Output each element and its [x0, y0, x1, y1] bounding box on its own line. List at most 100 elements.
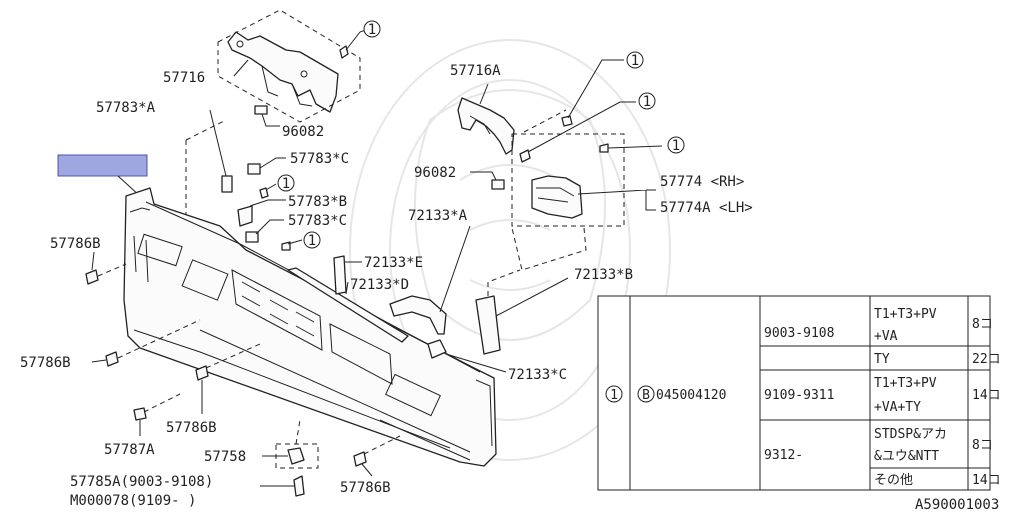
svg-text:1: 1: [308, 233, 316, 249]
table-row-3-qty: 14コ: [972, 388, 1001, 403]
callout-1b: 1: [626, 51, 644, 69]
table-row-3-spec2: +VA+TY: [874, 400, 921, 415]
parts-table: 1 B 045004120 9003-9108 T1+T3+PV +VA 8コ …: [597, 295, 1001, 491]
dash-57786B-2: [117, 319, 201, 359]
callout-1e: 1: [277, 174, 295, 192]
table-row-2-qty: 22コ: [972, 352, 1001, 367]
bolt-a: [561, 115, 573, 127]
label-72133D: 72133*D: [350, 277, 409, 293]
label-72133B: 72133*B: [574, 267, 633, 283]
leader-callout-1c: [527, 101, 636, 153]
table-row-5-qty: 14コ: [972, 473, 1001, 488]
svg-text:1: 1: [610, 388, 618, 403]
table-row-5-spec: その他: [874, 473, 913, 488]
bracket-box-57774: [511, 133, 625, 227]
svg-text:1: 1: [282, 176, 290, 192]
bolt-57786B-3: [195, 365, 209, 381]
svg-text:1: 1: [368, 22, 376, 38]
molding-72133A: [389, 295, 447, 335]
clip-57783C-1: [247, 163, 261, 175]
callout-1c: 1: [638, 92, 656, 110]
label-57786B-2: 57786B: [20, 355, 71, 371]
dash-57786B-4: [363, 435, 401, 455]
clip-57787A: [133, 407, 147, 421]
box-57758: [275, 443, 319, 469]
bolt-d: [259, 187, 269, 199]
leader-96082-top: [261, 113, 280, 127]
bolt-c: [599, 143, 609, 153]
label-57783C-1: 57783*C: [290, 151, 349, 167]
molding-72133E: [333, 255, 347, 295]
dash-line-b: [185, 119, 227, 141]
table-row-4-spec: STDSP&アカ: [874, 427, 947, 442]
leader-72133A: [439, 225, 471, 313]
label-57785A: 57785A(9003-9108): [70, 474, 213, 490]
label-72133C: 72133*C: [508, 367, 567, 383]
table-ref-callout: 1: [605, 385, 623, 403]
label-57786B-4: 57786B: [340, 480, 391, 496]
dash-57787A: [143, 393, 181, 413]
dash-projection: [511, 227, 587, 271]
bolt-b: [519, 149, 531, 163]
bracket-57774: [531, 175, 583, 219]
leader-57783C-1: [259, 157, 286, 169]
leader-72133C: [445, 353, 507, 373]
molding-72133C: [427, 339, 447, 359]
bolt-57786B-2: [105, 351, 119, 367]
callout-1a: 1: [363, 20, 381, 38]
bolt-e: [281, 241, 291, 251]
clip-96082-mid: [491, 179, 505, 190]
label-72133A: 72133*A: [408, 208, 468, 224]
svg-text:B: B: [642, 388, 650, 403]
bolt-57786B-1: [85, 269, 99, 285]
leader-57783C-2: [255, 219, 284, 235]
table-row-1-qty: 8コ: [972, 317, 993, 332]
leader-57786B-1: [91, 251, 95, 271]
bolt-57786B-4: [353, 451, 367, 467]
dash-57786B-3: [205, 343, 261, 369]
leader-72133B: [495, 277, 569, 317]
clip-96082-top: [254, 105, 268, 115]
label-57783C-2: 57783*C: [288, 213, 347, 229]
leader-57783B: [249, 199, 286, 207]
label-72133E: 72133*E: [364, 255, 423, 271]
leader-callout-1e: [265, 183, 277, 191]
table-row-1-range: 9003-9108: [764, 326, 834, 341]
table-row-1-spec2: +VA: [874, 329, 898, 344]
leader-57774: [577, 189, 656, 211]
watermark-emblem: [349, 39, 671, 461]
svg-text:1: 1: [672, 138, 680, 154]
bracket-57783B: [237, 205, 253, 227]
table-row-3-spec: T1+T3+PV: [874, 376, 937, 391]
callout-1f: 1: [303, 231, 321, 249]
label-57786B-1: 57786B: [50, 236, 101, 252]
bracket-57716: [227, 31, 339, 113]
dash-57758: [295, 419, 301, 445]
table-part-number: 045004120: [656, 388, 726, 403]
svg-text:1: 1: [643, 94, 651, 110]
label-57783A: 57783*A: [96, 100, 156, 116]
leader-57716: [233, 59, 249, 77]
leader-callout-1d: [607, 145, 663, 149]
label-96082-top: 96082: [282, 124, 324, 140]
leader-96082-mid: [470, 171, 497, 181]
molding-72133B: [475, 295, 501, 355]
bolt-57716: [339, 45, 349, 59]
grommet-57758: [287, 447, 305, 465]
bracket-57783A: [221, 175, 233, 193]
leader-57716A: [479, 83, 489, 105]
leader-57783A: [209, 109, 227, 177]
label-57783B: 57783*B: [288, 194, 347, 210]
label-57716: 57716: [163, 70, 205, 86]
table-row-1-spec: T1+T3+PV: [874, 307, 937, 322]
highlight-box: [57, 154, 148, 177]
molding-72133D: [287, 267, 409, 343]
label-M000078: M000078(9109- ): [70, 493, 196, 509]
clip-57783C-2: [245, 231, 259, 243]
front-bumper: [123, 187, 497, 467]
bracket-57716A: [457, 97, 515, 155]
table-row-4-qty: 8コ: [972, 438, 993, 453]
screw-57785A: [293, 475, 305, 497]
dash-72133B: [487, 269, 521, 296]
